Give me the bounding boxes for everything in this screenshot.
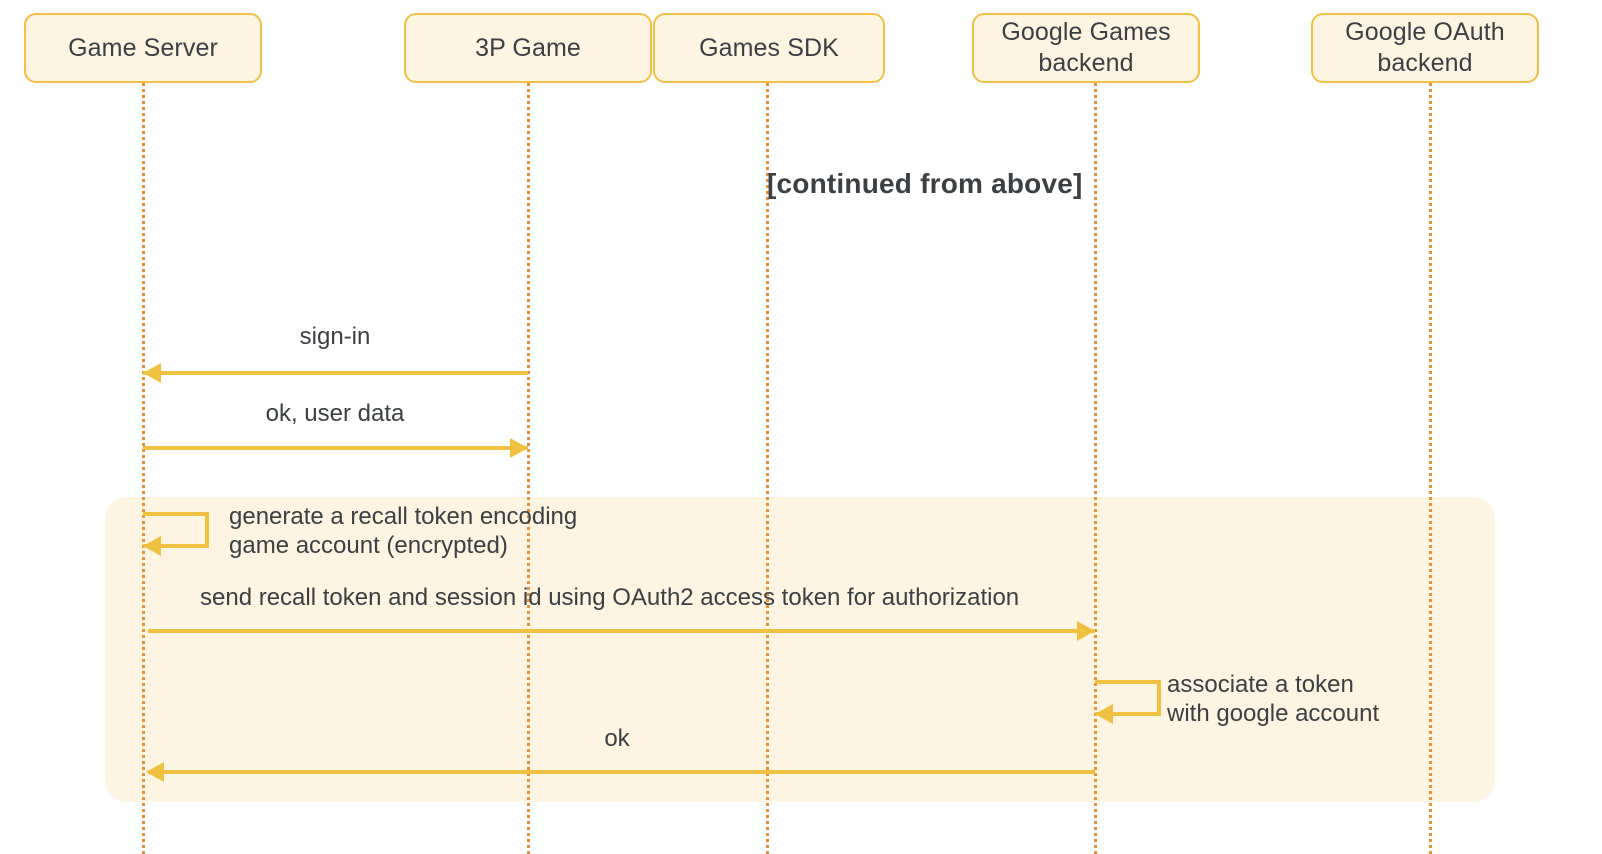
arrowhead-send-recall-token: [1077, 621, 1095, 641]
arrowhead-generate-recall-token: [143, 536, 161, 556]
continued-note: [continued from above]: [767, 168, 1083, 199]
message-label-ok: ok: [604, 725, 630, 752]
lifeline-google-oauth-backend: [1429, 83, 1432, 854]
lifeline-3p-game: [527, 83, 530, 854]
arrowhead-ok-user-data: [510, 438, 528, 458]
message-selfloop-associate-token: [1095, 680, 1161, 716]
message-label-send-recall-token: send recall token and session id using O…: [200, 584, 1020, 611]
arrowhead-sign-in: [143, 363, 161, 383]
message-arrow-ok: [148, 770, 1095, 774]
participant-label-google-oauth-backend: Google OAuth backend: [1345, 18, 1505, 77]
participant-google-games-backend[interactable]: Google Games backend: [972, 13, 1200, 83]
participant-label-google-games-backend: Google Games backend: [1001, 18, 1171, 77]
message-label-line1: associate a token: [1167, 671, 1354, 698]
participant-label-3p-game: 3P Game: [475, 33, 581, 62]
message-label-line1: generate a recall token encoding: [229, 503, 578, 530]
message-selfloop-generate-recall-token: [143, 512, 209, 548]
participant-label-game-server: Game Server: [68, 33, 218, 62]
arrowhead-ok: [146, 762, 164, 782]
participant-games-sdk[interactable]: Games SDK: [653, 13, 885, 83]
message-arrow-sign-in: [143, 371, 528, 375]
message-arrow-ok-user-data: [143, 446, 528, 450]
message-label-ok-user-data: ok, user data: [265, 400, 405, 427]
arrowhead-associate-token: [1095, 704, 1113, 724]
participant-label-games-sdk: Games SDK: [699, 33, 839, 62]
lifeline-games-sdk: [766, 83, 769, 854]
participant-game-server[interactable]: Game Server: [24, 13, 262, 83]
participant-google-oauth-backend[interactable]: Google OAuth backend: [1311, 13, 1539, 83]
lifeline-game-server: [142, 83, 145, 854]
message-label-line2: game account (encrypted): [229, 532, 508, 559]
participant-3p-game[interactable]: 3P Game: [404, 13, 652, 83]
message-label-sign-in: sign-in: [299, 323, 371, 350]
message-arrow-send-recall-token: [148, 629, 1095, 633]
recall-token-flow-highlight: [105, 497, 1495, 802]
lifeline-google-games-backend: [1094, 83, 1097, 854]
message-label-line2: with google account: [1167, 700, 1380, 727]
